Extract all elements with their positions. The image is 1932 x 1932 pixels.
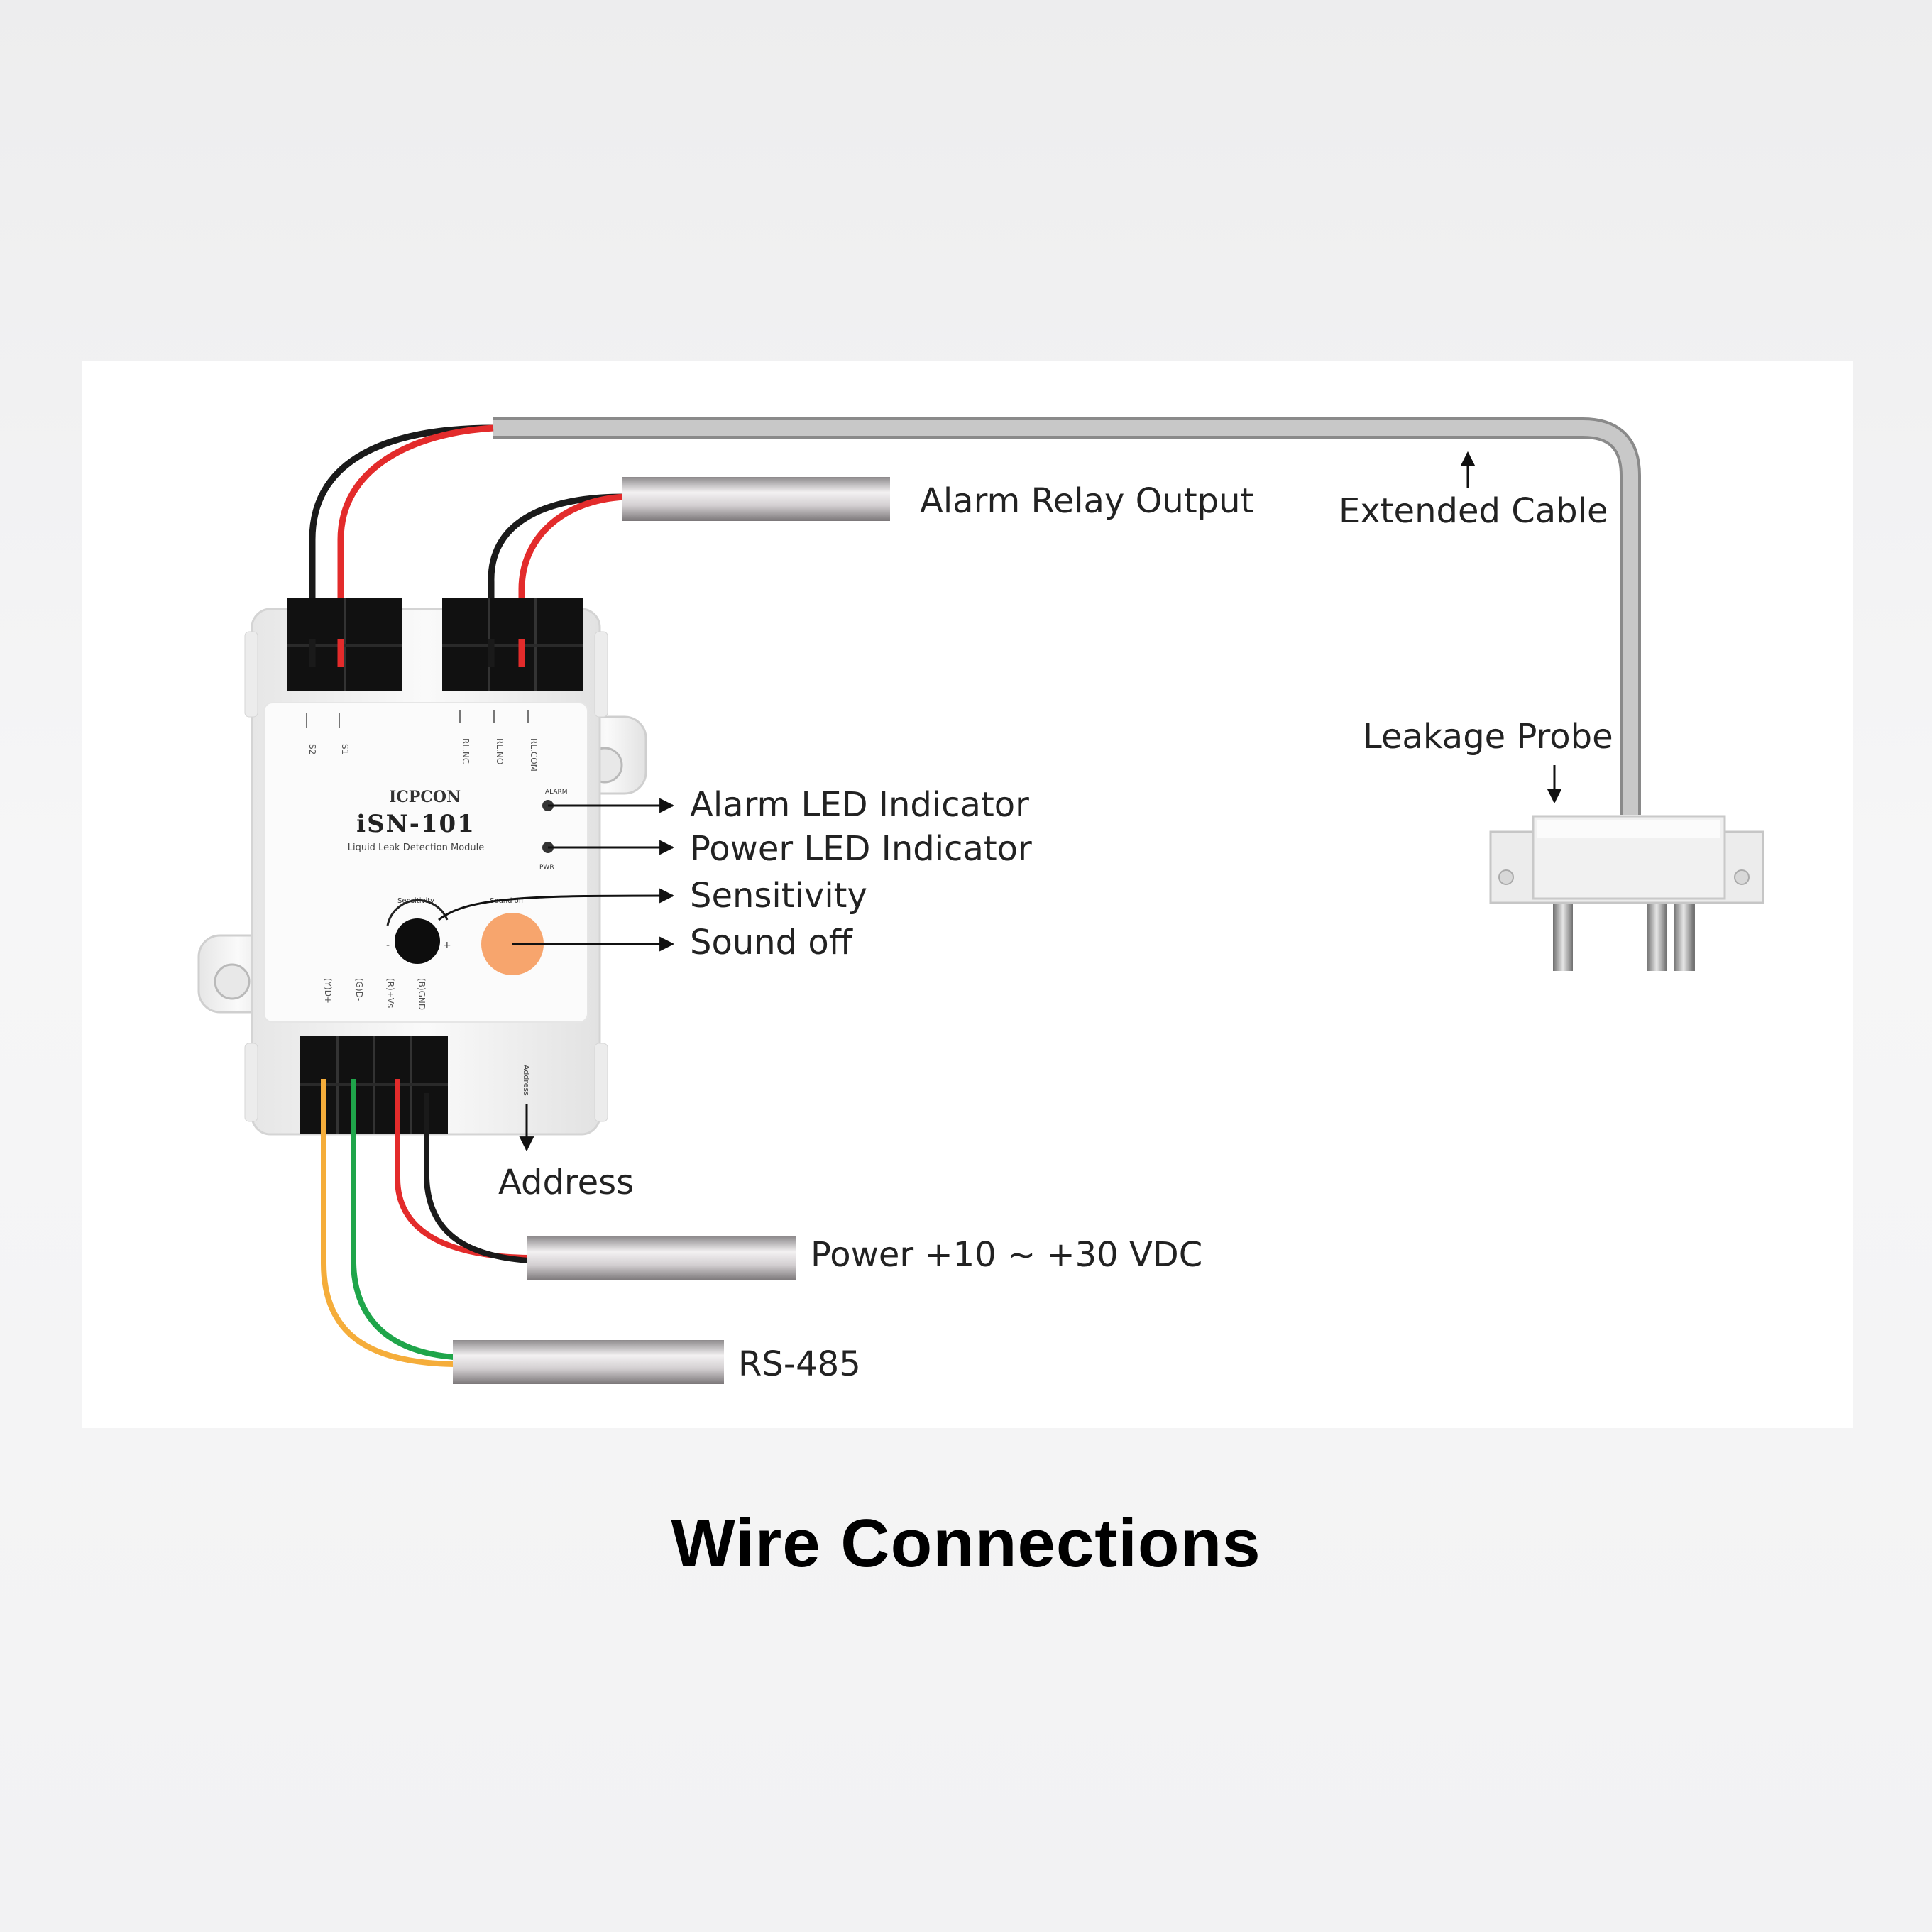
- label-rs485: RS-485: [738, 1344, 861, 1384]
- pin-label-s2: S2: [307, 744, 317, 754]
- svg-text:-: -: [386, 940, 390, 951]
- model-subtitle: Liquid Leak Detection Module: [348, 842, 485, 853]
- pin-label-rl-nc: RL.NC: [461, 738, 471, 764]
- pin-label-vs: (R)+Vs: [385, 978, 395, 1008]
- rs485-sleeve: [453, 1340, 724, 1384]
- power-sleeve: [527, 1236, 796, 1280]
- rs485-wire-yellow: [321, 1079, 455, 1367]
- sensitivity-knob[interactable]: [395, 918, 440, 964]
- label-alarm-led-indicator: Alarm LED Indicator: [690, 785, 1029, 825]
- address-switch-label: Address: [522, 1065, 531, 1096]
- label-leakage-probe: Leakage Probe: [1363, 717, 1613, 757]
- pin-label-d-minus: (G)D-: [354, 978, 364, 1001]
- pin-label-rl-com: RL.COM: [529, 738, 539, 772]
- sound-off-button-label: Sound off: [490, 897, 525, 905]
- svg-text:+: +: [443, 940, 451, 951]
- relay-wire-red: [518, 493, 625, 639]
- label-power-led-indicator: Power LED Indicator: [690, 829, 1032, 869]
- terminal-block-relay: [442, 598, 583, 691]
- brand-logo: ICPCON: [389, 788, 461, 806]
- pin-label-rl-no: RL.NO: [495, 738, 505, 764]
- label-sound-off: Sound off: [690, 923, 853, 962]
- alarm-relay-sleeve: [622, 477, 890, 521]
- page-caption: Wire Connections: [671, 1505, 1261, 1581]
- leakage-probe: [1489, 815, 1764, 971]
- relay-wire-black: [488, 493, 625, 639]
- sensor-wire-black: [309, 424, 494, 639]
- pin-label-gnd: (B)GND: [417, 978, 427, 1010]
- model-name: iSN-101: [356, 810, 476, 838]
- label-power: Power +10 ~ +30 VDC: [811, 1235, 1202, 1275]
- terminal-block-sensor: [287, 598, 402, 691]
- label-address: Address: [498, 1163, 634, 1202]
- pin-label-s1: S1: [340, 744, 350, 754]
- pin-label-d-plus: (Y)D+: [323, 978, 333, 1004]
- label-alarm-relay-output: Alarm Relay Output: [920, 481, 1253, 521]
- sensor-wire-red: [337, 424, 494, 639]
- power-wire-black: [424, 1093, 529, 1263]
- label-sensitivity: Sensitivity: [690, 876, 867, 916]
- pwr-led-label: PWR: [539, 864, 554, 871]
- label-extended-cable: Extended Cable: [1339, 491, 1608, 531]
- rs485-wire-green: [351, 1079, 455, 1360]
- alarm-led-label: ALARM: [545, 789, 568, 796]
